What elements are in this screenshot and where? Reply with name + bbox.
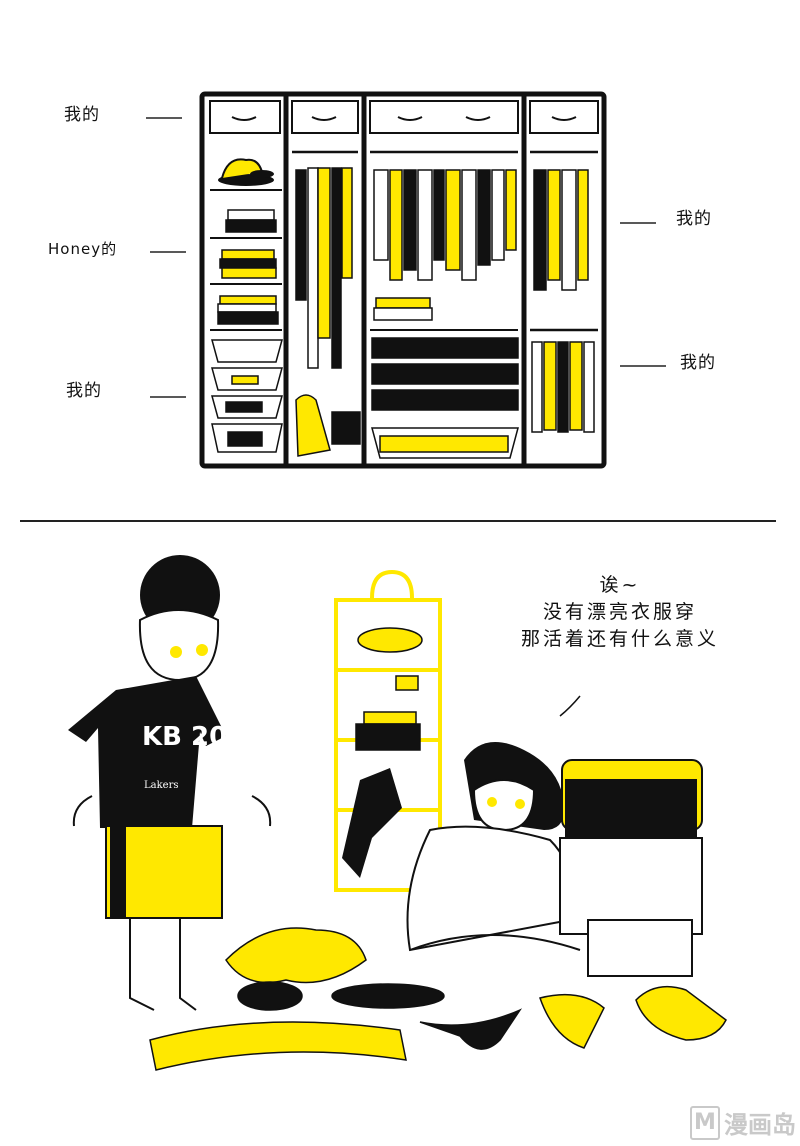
watermark-logo-icon: M (690, 1105, 720, 1140)
middle-drawers (370, 297, 519, 459)
suitcase (559, 759, 703, 977)
wardrobe-top-drawers (209, 100, 599, 134)
boy-character (68, 555, 272, 1011)
wardrobe (199, 91, 607, 469)
hanging-clothes-col2 (295, 167, 353, 369)
hanging-clothes-col3 (373, 169, 517, 281)
shirt-brand: Lakers (144, 780, 179, 791)
label-mine-left-bottom: 我的 (66, 381, 102, 401)
label-mine-right-top: 我的 (676, 209, 712, 229)
speech-tail (559, 695, 581, 717)
label-mine-left-top: 我的 (64, 105, 100, 125)
floor-items (149, 927, 727, 1071)
hat-stack (218, 158, 274, 186)
watermark-text: 漫画岛 (724, 1111, 796, 1139)
organizer-items (355, 627, 423, 751)
label-honey: Honey的 (48, 240, 118, 258)
baskets-left (211, 339, 283, 453)
speech-bubble: 诶~ 没有漂亮衣服穿 那活着还有什么意义 (470, 572, 770, 653)
girl-character (342, 742, 581, 952)
speech-line-1: 诶~ (599, 574, 641, 596)
shirt-print: KB 20 (142, 722, 227, 752)
speech-line-2: 没有漂亮衣服穿 (542, 601, 697, 623)
speech-line-3: 那活着还有什么意义 (520, 628, 719, 650)
left-shelves (210, 189, 282, 331)
label-lines (146, 117, 666, 398)
hanging-clothes-col4 (531, 169, 595, 433)
watermark: M 漫画岛 (690, 1105, 796, 1140)
hanging-rods (292, 150, 598, 332)
bags-bottom (295, 394, 361, 457)
panel-divider (20, 520, 776, 522)
folded-clothes-left (217, 209, 279, 325)
label-mine-right-bottom: 我的 (680, 353, 716, 373)
